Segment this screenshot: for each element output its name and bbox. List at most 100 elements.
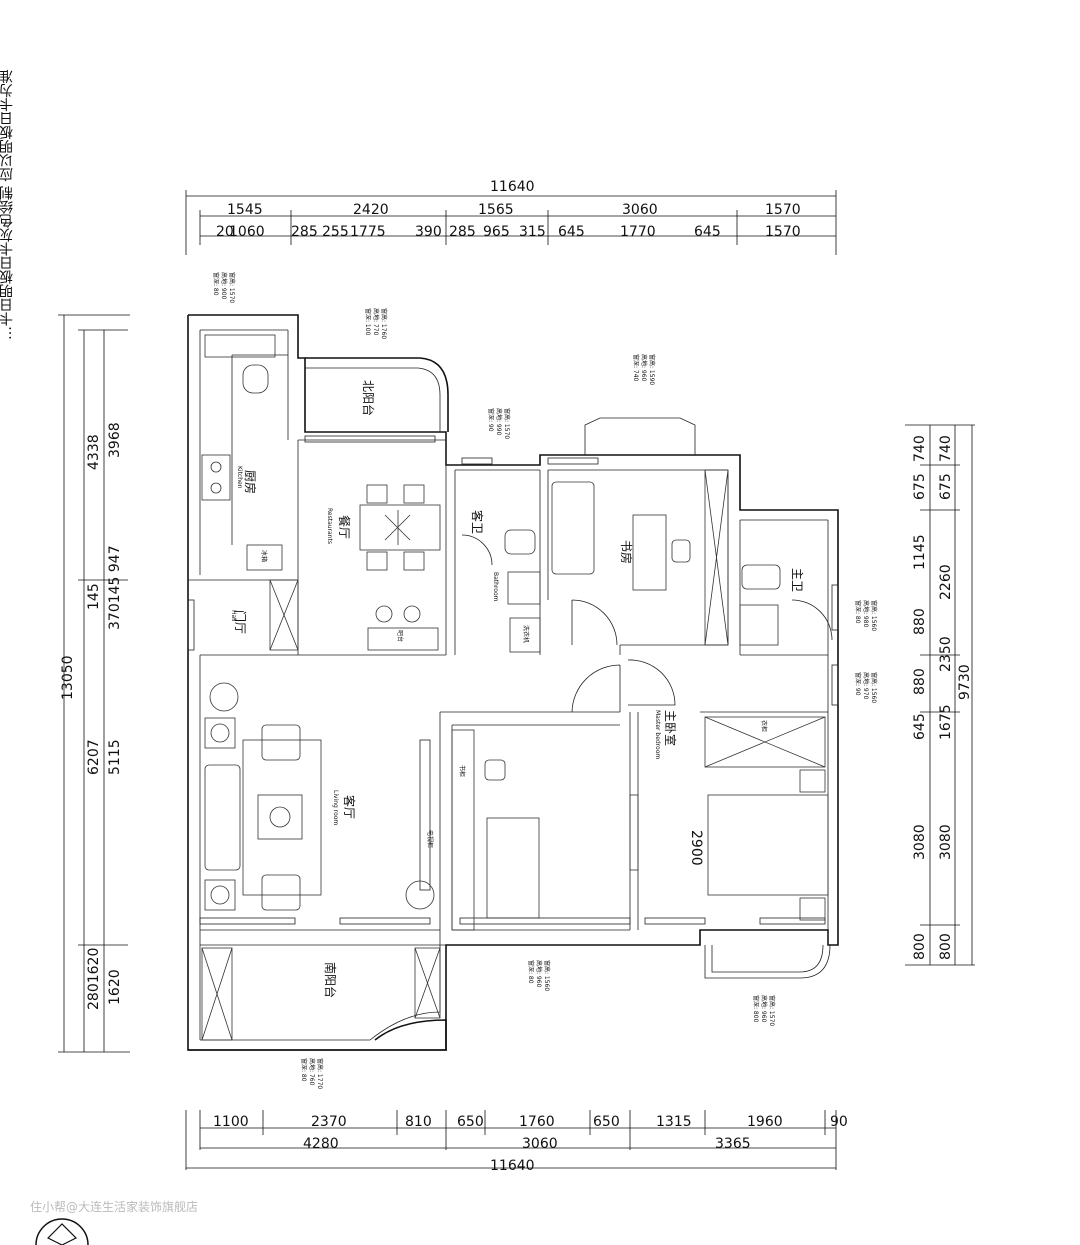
svg-text:窗高: 1590: 窗高: 1590 — [648, 354, 656, 385]
right-dim-sub-8: 800 — [912, 933, 928, 960]
living-furniture — [204, 682, 435, 911]
right-dim-6: 3080 — [938, 824, 954, 860]
bottom-dim-sub-1: 4280 — [303, 1136, 339, 1152]
bottom-dim-4: 650 — [457, 1114, 484, 1130]
bottom-dim-3: 810 — [405, 1114, 432, 1130]
svg-text:窗深: 80: 窗深: 80 — [212, 272, 220, 296]
kitchen-furniture — [201, 334, 299, 651]
bottom-dim-sub-3: 3365 — [715, 1136, 751, 1152]
right-dim-4: 2350 — [938, 636, 954, 672]
right-dim-sub-7: 3080 — [912, 824, 928, 860]
label-master-bath: 主卫 — [790, 568, 804, 592]
svg-text:高地: 770: 高地: 770 — [372, 308, 380, 336]
right-dim-sub-5: 880 — [912, 668, 928, 695]
doors — [461, 534, 833, 713]
windows — [187, 435, 839, 925]
svg-text:高地: 960: 高地: 960 — [640, 354, 648, 382]
label-living: 客厅 — [342, 795, 357, 819]
top-dim-sub-8: 965 — [483, 224, 510, 240]
bottom-dim-9: 90 — [830, 1114, 848, 1130]
top-dim-sub-4: 255 — [322, 224, 349, 240]
label-fridge: 冰箱 — [260, 550, 268, 562]
bottom-dim-5: 1760 — [519, 1114, 555, 1130]
room-labels: 北阳台 厨房 Kitchen 餐厅 Restaurants 客卫 Bathroo… — [230, 380, 804, 998]
svg-text:窗深: 800: 窗深: 800 — [752, 995, 760, 1023]
left-dim-2: 6207 — [86, 739, 102, 775]
top-dimension-group: 11640 1545 2420 1565 3060 1570 20 1060 2… — [185, 179, 837, 255]
bottom-dim-2: 2370 — [311, 1114, 347, 1130]
window-note: 窗高: 1570 高地: 990 窗深: 90 — [487, 408, 511, 439]
top-dim-sub-9: 315 — [519, 224, 546, 240]
svg-text:窗高: 1770: 窗高: 1770 — [316, 1058, 324, 1089]
label-south-balcony: 南阳台 — [323, 962, 338, 998]
bottom-dim-6: 650 — [593, 1114, 620, 1130]
bedroom-furniture — [201, 716, 829, 1041]
svg-text:高地: 900: 高地: 900 — [220, 272, 228, 300]
label-study: 书房 — [619, 540, 634, 564]
bottom-dim-1: 1100 — [213, 1114, 249, 1130]
svg-text:高地: 960: 高地: 960 — [760, 995, 768, 1023]
top-dim-4: 3060 — [622, 202, 658, 218]
dining-furniture — [359, 484, 441, 651]
svg-text:高地: 960: 高地: 960 — [535, 960, 543, 988]
label-kitchen: 厨房 — [243, 470, 258, 494]
label-entrance: 门厅 — [233, 610, 248, 634]
label-tv-cabinet: 电视柜 — [426, 830, 434, 848]
label-guest-bath: 客卫 — [470, 510, 485, 534]
svg-text:高地: 980: 高地: 980 — [862, 600, 870, 628]
left-total-dim: 13050 — [60, 655, 76, 700]
svg-text:窗高: 1570: 窗高: 1570 — [768, 995, 776, 1026]
bottom-dim-sub-2: 3060 — [522, 1136, 558, 1152]
svg-text:高地: 990: 高地: 990 — [495, 408, 503, 436]
svg-text:窗深: 100: 窗深: 100 — [364, 308, 372, 336]
right-dim-5: 1675 — [938, 704, 954, 740]
right-dim-sub-4: 880 — [912, 608, 928, 635]
top-dim-sub-1: 20 — [216, 224, 234, 240]
svg-text:窗深: 80: 窗深: 80 — [527, 960, 535, 984]
top-dim-sub-12: 645 — [694, 224, 721, 240]
right-total-dim: 9730 — [957, 664, 973, 700]
walls — [187, 314, 839, 1051]
window-note: 窗高: 1760 高地: 770 窗深: 100 — [364, 308, 388, 339]
svg-text:窗高: 1760: 窗高: 1760 — [380, 308, 388, 339]
left-dim-sub-3: 145 — [86, 583, 102, 610]
label-washer: 洗衣机 — [522, 625, 530, 643]
right-dim-7: 800 — [938, 933, 954, 960]
watermark-text: 住小帮@大连生活家装饰旗舰店 — [30, 1200, 199, 1214]
top-dim-sub-11: 1770 — [620, 224, 656, 240]
label-kitchen-en: Kitchen — [236, 466, 243, 489]
label-entrance-en: Hall — [230, 610, 237, 622]
left-dim-sub-5: 1620 — [107, 969, 123, 1005]
label-dining-en: Restaurants — [326, 508, 333, 544]
svg-text:窗深: 740: 窗深: 740 — [632, 354, 640, 382]
window-note: 窗高: 1560 高地: 970 窗深: 90 — [854, 672, 878, 703]
label-bookcase: 书柜 — [458, 765, 466, 777]
label-guest-bath-en: Bathroom — [492, 572, 499, 602]
bottom-dimension-group: 1100 2370 810 650 1760 650 1315 1960 90 … — [185, 1110, 848, 1174]
top-dim-5: 1570 — [765, 202, 801, 218]
svg-text:窗深: 80: 窗深: 80 — [854, 600, 862, 624]
top-dim-sub-13: 1570 — [765, 224, 801, 240]
top-total-dim: 11640 — [490, 179, 535, 195]
bottom-dim-8: 1960 — [747, 1114, 783, 1130]
top-dim-sub-7: 285 — [449, 224, 476, 240]
window-notes: 窗高: 1570 高地: 900 窗深: 80 窗高: 1760 高地: 770… — [212, 272, 878, 1089]
bottom-total-dim: 11640 — [490, 1158, 535, 1174]
top-dim-sub-10: 645 — [558, 224, 585, 240]
label-living-en: Living room — [332, 790, 339, 825]
top-dim-1: 1545 — [227, 202, 263, 218]
right-dim-sub-3: 1145 — [912, 534, 928, 570]
top-dim-sub-5: 1775 — [350, 224, 386, 240]
right-dim-1: 740 — [938, 435, 954, 462]
label-north-balcony: 北阳台 — [361, 380, 376, 416]
svg-text:高地: 760: 高地: 760 — [308, 1058, 316, 1086]
svg-text:窗高: 1560: 窗高: 1560 — [870, 672, 878, 703]
svg-text:窗高: 1570: 窗高: 1570 — [228, 272, 236, 303]
right-dimension-group: 740 675 1145 880 880 645 3080 800 740 67… — [905, 424, 975, 966]
svg-text:高地: 970: 高地: 970 — [862, 672, 870, 700]
window-note: 窗高: 1570 高地: 900 窗深: 80 — [212, 272, 236, 303]
right-dim-3: 2260 — [938, 564, 954, 600]
bath-furniture — [504, 529, 781, 653]
